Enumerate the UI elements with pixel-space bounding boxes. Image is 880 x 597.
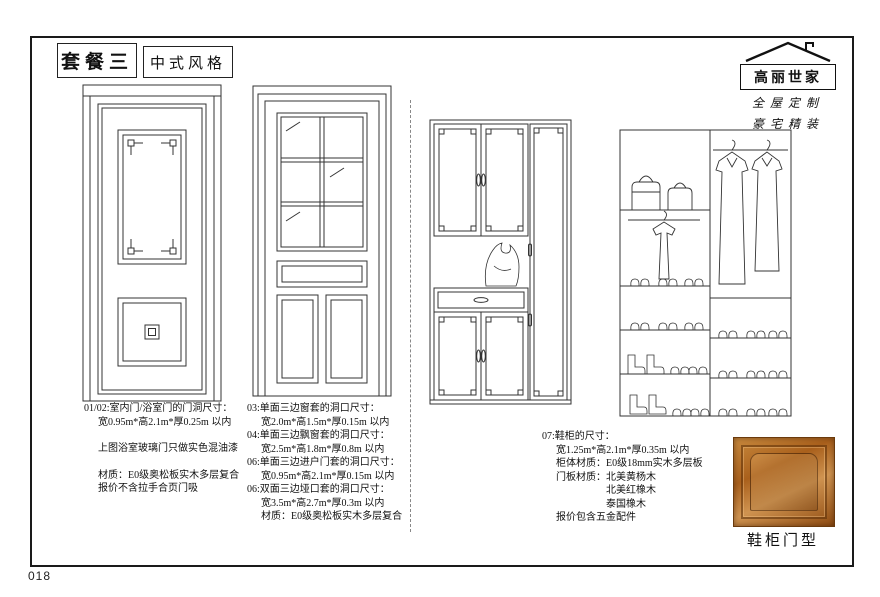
style-label: 中式风格 [143, 46, 233, 78]
house-roof-icon [745, 41, 831, 62]
note-line: 材质：E0级奥松板实木多层复合 [261, 511, 403, 522]
note-line: 06:单面三边进户门套的洞口尺寸： [247, 457, 400, 468]
interior-door-drawing [82, 84, 222, 402]
note-line: 宽2.5m*高1.8m*厚0.8m 以内 [261, 443, 385, 455]
shoes-icons [627, 278, 788, 417]
door-sample-label: 鞋柜门型 [746, 533, 819, 549]
company-logo: 高丽世家 全屋定制 豪宅精装 [740, 40, 836, 132]
note-line: 宽0.95m*高2.1m*厚0.25m 以内 [98, 416, 232, 428]
note-line: 01/02:室内门/浴室门的门洞尺寸： [84, 403, 233, 414]
brand-name: 高丽世家 [740, 64, 836, 90]
page-number: 018 [28, 569, 52, 583]
wardrobe-interior-drawing [619, 129, 792, 417]
cloth-bag-sketch [484, 242, 520, 287]
shoe-cabinet-notes: 07:鞋柜的尺寸： 宽1.25m*高2.1m*厚0.35m 以内 柜体材质：E0… [542, 430, 742, 525]
note-line: 报价不含拉手合页门吸 [98, 483, 198, 494]
casing-notes: 03:单面三边窗套的洞口尺寸： 宽2.0m*高1.5m*厚0.15m 以内 04… [247, 402, 447, 524]
note-line: 门板材质：北美黄杨木 [556, 471, 656, 483]
note-line: 宽1.25m*高2.1m*厚0.35m 以内 [556, 444, 690, 456]
shoe-cabinet-drawing [429, 119, 572, 405]
note-line: 上图浴室玻璃门只做实色混油漆 [98, 443, 238, 454]
note-line: 04:单面三边飘窗套的洞口尺寸： [247, 430, 390, 441]
page-border [30, 36, 854, 567]
hanging-coats-icon [713, 139, 788, 285]
package-title: 套餐三 [57, 43, 137, 78]
note-line: 宽2.0m*高1.5m*厚0.15m 以内 [261, 416, 390, 428]
note-line: 北美红橡木 [606, 485, 656, 496]
shoe-cabinet-door-sample-image [733, 437, 835, 527]
note-line: 柜体材质：E0级18mm实木多层板 [556, 458, 703, 469]
handbag-icon [631, 175, 693, 210]
note-line: 06:双面三边垭口套的洞口尺寸： [247, 484, 390, 495]
hanging-garment-icon [628, 210, 700, 280]
note-line: 07:鞋柜的尺寸： [542, 431, 615, 442]
door-sample-frame [741, 445, 827, 519]
door-sample-panel [750, 453, 818, 511]
note-line: 泰国橡木 [606, 498, 646, 510]
logo-tagline-1: 全屋定制 [751, 96, 824, 110]
note-line: 宽0.95m*高2.1m*厚0.15m 以内 [261, 470, 395, 482]
note-line: 材质：E0级奥松板实木多层复合 [98, 469, 240, 481]
section-divider [410, 100, 411, 532]
note-line: 宽3.5m*高2.7m*厚0.3m 以内 [261, 497, 385, 509]
note-line: 报价包含五金配件 [556, 512, 636, 523]
logo-tagline-2: 豪宅精装 [751, 117, 824, 131]
glass-door-drawing [252, 85, 392, 397]
note-line: 03:单面三边窗套的洞口尺寸： [247, 403, 380, 414]
door-notes: 01/02:室内门/浴室门的门洞尺寸： 宽0.95m*高2.1m*厚0.25m … [84, 402, 284, 496]
